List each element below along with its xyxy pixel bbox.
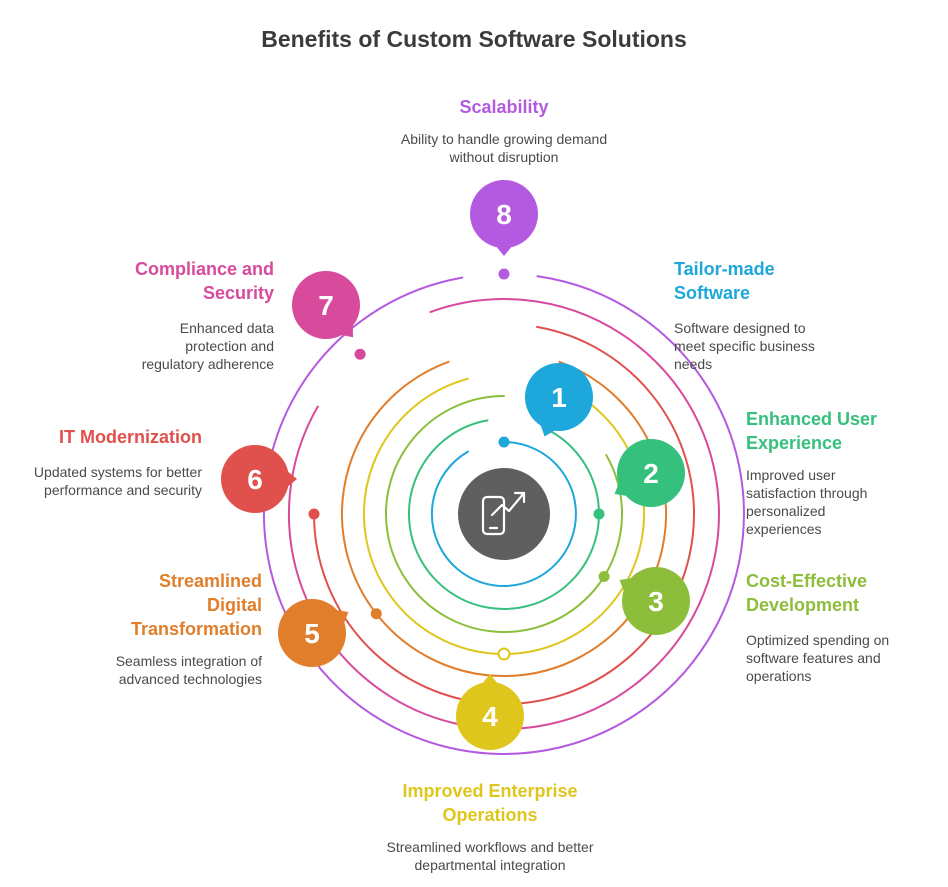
benefit-5-description: Seamless integration of advanced technol… xyxy=(115,653,262,687)
connector-dot-5 xyxy=(370,608,382,620)
benefit-7-label: Compliance and Security xyxy=(134,259,274,303)
benefit-3-label: Cost-Effective Development xyxy=(746,571,868,615)
connector-dot-8 xyxy=(498,268,510,280)
benefit-8-label: Scalability xyxy=(459,97,549,117)
connector-dot-3 xyxy=(598,571,610,582)
connector-dot-7 xyxy=(354,348,366,360)
benefit-8-number: 8 xyxy=(496,199,512,230)
benefit-6-label: IT Modernization xyxy=(59,427,202,447)
benefit-1-number: 1 xyxy=(551,382,567,413)
benefit-2-marker: 2 xyxy=(614,439,685,507)
page-title: Benefits of Custom Software Solutions xyxy=(261,26,687,52)
benefit-2-number: 2 xyxy=(643,458,659,489)
arc-ring-6 xyxy=(313,325,695,705)
arc-rings xyxy=(262,268,745,755)
benefit-6-number: 6 xyxy=(247,464,263,495)
benefit-5-label: Streamlined Digital Transformation xyxy=(130,571,262,639)
benefit-7-number: 7 xyxy=(318,290,334,321)
connector-dot-6 xyxy=(308,508,320,520)
benefit-4-marker: 4 xyxy=(456,674,524,750)
connector-dot-2 xyxy=(593,508,605,520)
benefit-4-number: 4 xyxy=(482,701,498,732)
benefit-5-number: 5 xyxy=(304,618,320,649)
connector-dot-1 xyxy=(498,436,510,448)
benefit-2-label: Enhanced User Experience xyxy=(746,409,878,453)
benefit-3-description: Optimized spending on software features … xyxy=(746,632,890,684)
connector-dot-4 xyxy=(497,647,511,661)
benefit-2-description: Improved user satisfaction through perso… xyxy=(746,467,868,537)
benefit-1-description: Software designed to meet specific busin… xyxy=(674,320,815,372)
benefit-6-marker: 6 xyxy=(221,445,297,513)
arc-ring-7 xyxy=(287,298,720,731)
benefit-5-marker: 5 xyxy=(278,599,349,667)
arc-ring-3 xyxy=(385,395,624,633)
number-markers: 1 2 3 4 5 6 7 8 xyxy=(221,180,690,750)
arc-ring-1 xyxy=(430,441,577,587)
benefit-1-label: Tailor-made Software xyxy=(674,259,775,303)
mobile-growth-icon xyxy=(481,491,526,536)
benefit-3-number: 3 xyxy=(648,586,664,617)
benefit-7-description: Enhanced data protection and regulatory … xyxy=(141,320,274,372)
benefit-8-description: Ability to handle growing demand without… xyxy=(400,131,608,165)
benefit-6-description: Updated systems for better performance a… xyxy=(33,464,202,498)
arc-ring-8 xyxy=(262,275,745,755)
arc-ring-2 xyxy=(408,419,600,610)
benefit-3-marker: 3 xyxy=(619,567,690,635)
benefit-4-description: Streamlined workflows and better departm… xyxy=(386,839,594,873)
benefit-4-label: Improved Enterprise Operations xyxy=(402,781,578,825)
benefit-7-marker: 7 xyxy=(292,271,360,339)
benefit-8-marker: 8 xyxy=(470,180,538,256)
benefit-1-marker: 1 xyxy=(525,363,593,437)
